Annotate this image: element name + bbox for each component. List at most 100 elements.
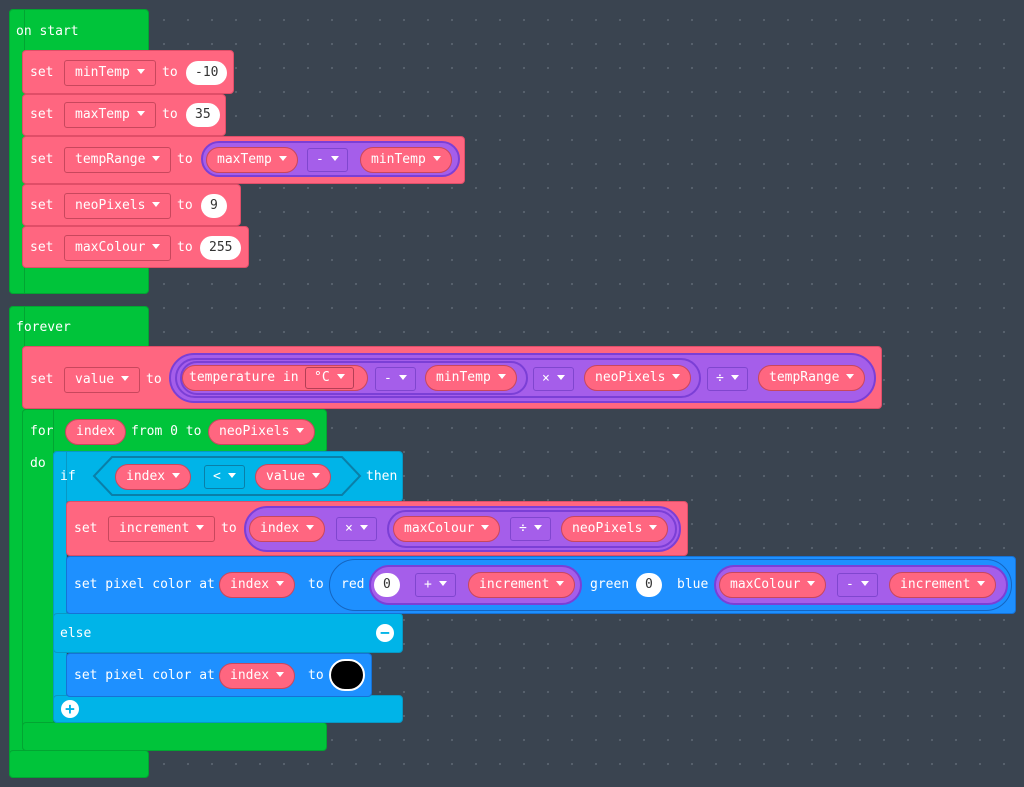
- chevron-down-icon: [172, 473, 181, 478]
- variable-dropdown-mintemp[interactable]: minTemp: [64, 60, 156, 86]
- chevron-down-icon: [276, 672, 285, 677]
- operator-dropdown-minus[interactable]: -: [837, 573, 878, 597]
- number-input-maxtemp[interactable]: 35: [186, 103, 220, 127]
- set-pixel-color-label: set pixel color at: [74, 668, 215, 683]
- set-keyword: set: [30, 372, 54, 387]
- blue-label: blue: [677, 577, 709, 592]
- operator-dropdown-divide[interactable]: ÷: [510, 517, 551, 541]
- operator-dropdown-minus[interactable]: -: [375, 367, 416, 391]
- chevron-down-icon: [556, 375, 565, 380]
- else-keyword: else: [60, 626, 92, 641]
- if-keyword: if: [60, 469, 76, 484]
- chevron-down-icon: [121, 376, 130, 381]
- chevron-down-icon: [432, 156, 441, 161]
- to-keyword: to: [221, 521, 237, 536]
- to-keyword: to: [177, 240, 193, 255]
- variable-mintemp[interactable]: minTemp: [425, 365, 517, 391]
- from-keyword: from 0 to: [131, 424, 202, 439]
- set-keyword: set: [30, 107, 54, 122]
- chevron-down-icon: [649, 525, 658, 530]
- variable-neopixels[interactable]: neoPixels: [584, 365, 692, 391]
- chevron-down-icon: [136, 111, 145, 116]
- chevron-down-icon: [152, 244, 161, 249]
- chevron-down-icon: [196, 525, 205, 530]
- operator-dropdown-divide[interactable]: ÷: [707, 367, 748, 391]
- number-input-mintemp[interactable]: -10: [186, 61, 228, 85]
- chevron-down-icon: [227, 473, 236, 478]
- chevron-down-icon: [481, 525, 490, 530]
- variable-dropdown-maxtemp[interactable]: maxTemp: [64, 102, 156, 128]
- to-keyword: to: [162, 107, 178, 122]
- forever-block-footer: [9, 750, 149, 778]
- variable-dropdown-increment[interactable]: increment: [108, 516, 216, 542]
- for-loop-arm: [22, 409, 54, 751]
- to-keyword: to: [177, 152, 193, 167]
- number-input-green[interactable]: 0: [636, 573, 662, 597]
- else-row[interactable]: [53, 613, 403, 653]
- chevron-down-icon: [330, 156, 339, 161]
- comparison-operator-dropdown[interactable]: <: [204, 465, 245, 489]
- variable-index[interactable]: index: [219, 572, 296, 598]
- if-block-footer: [53, 695, 403, 723]
- variable-index[interactable]: index: [219, 663, 296, 689]
- variable-temprange[interactable]: tempRange: [758, 365, 866, 391]
- for-keyword: for: [30, 424, 54, 439]
- set-keyword: set: [74, 521, 98, 536]
- variable-index[interactable]: index: [115, 464, 192, 490]
- loop-variable-index[interactable]: index: [65, 419, 127, 445]
- forever-label: forever: [16, 320, 71, 335]
- set-keyword: set: [30, 152, 54, 167]
- chevron-down-icon: [296, 428, 305, 433]
- chevron-down-icon: [438, 581, 447, 586]
- variable-increment[interactable]: increment: [889, 572, 997, 598]
- set-keyword: set: [30, 240, 54, 255]
- to-keyword: to: [146, 372, 162, 387]
- chevron-down-icon: [398, 375, 407, 380]
- operator-dropdown-multiply[interactable]: ×: [533, 367, 574, 391]
- number-input-maxcolour[interactable]: 255: [200, 236, 242, 260]
- number-input-red[interactable]: 0: [374, 573, 400, 597]
- unit-dropdown[interactable]: °C: [305, 367, 354, 389]
- operator-dropdown-plus[interactable]: +: [415, 573, 456, 597]
- variable-dropdown-temprange[interactable]: tempRange: [64, 147, 172, 173]
- chevron-down-icon: [276, 581, 285, 586]
- operator-dropdown-multiply[interactable]: ×: [336, 517, 377, 541]
- chevron-down-icon: [278, 156, 287, 161]
- chevron-down-icon: [807, 581, 816, 586]
- variable-dropdown-value[interactable]: value: [64, 367, 141, 393]
- chevron-down-icon: [359, 525, 368, 530]
- for-loop-footer: [22, 722, 327, 751]
- on-start-label: on start: [16, 24, 79, 39]
- variable-neopixels[interactable]: neoPixels: [561, 516, 669, 542]
- variable-dropdown-maxcolour[interactable]: maxColour: [64, 235, 172, 261]
- chevron-down-icon: [672, 374, 681, 379]
- variable-index[interactable]: index: [249, 516, 326, 542]
- chevron-down-icon: [306, 525, 315, 530]
- variable-neopixels[interactable]: neoPixels: [208, 419, 316, 445]
- variable-maxcolour[interactable]: maxColour: [393, 516, 501, 542]
- to-keyword: to: [177, 198, 193, 213]
- chevron-down-icon: [556, 581, 565, 586]
- variable-mintemp[interactable]: minTemp: [360, 147, 452, 173]
- set-keyword: set: [30, 198, 54, 213]
- add-branch-plus-icon[interactable]: +: [61, 700, 79, 718]
- variable-value[interactable]: value: [255, 464, 332, 490]
- red-label: red: [341, 577, 365, 592]
- color-picker-black[interactable]: [329, 659, 365, 691]
- chevron-down-icon: [846, 374, 855, 379]
- variable-dropdown-neopixels[interactable]: neoPixels: [64, 193, 172, 219]
- chevron-down-icon: [730, 375, 739, 380]
- green-label: green: [590, 577, 630, 592]
- chevron-down-icon: [860, 581, 869, 586]
- variable-maxtemp[interactable]: maxTemp: [206, 147, 298, 173]
- chevron-down-icon: [497, 374, 506, 379]
- variable-increment[interactable]: increment: [468, 572, 576, 598]
- number-input-neopixels[interactable]: 9: [201, 194, 227, 218]
- remove-else-minus-icon[interactable]: −: [376, 624, 394, 642]
- operator-dropdown-minus[interactable]: -: [307, 148, 348, 172]
- set-keyword: set: [30, 65, 54, 80]
- chevron-down-icon: [152, 156, 161, 161]
- variable-maxcolour[interactable]: maxColour: [719, 572, 827, 598]
- then-keyword: then: [366, 469, 398, 484]
- chevron-down-icon: [152, 202, 161, 207]
